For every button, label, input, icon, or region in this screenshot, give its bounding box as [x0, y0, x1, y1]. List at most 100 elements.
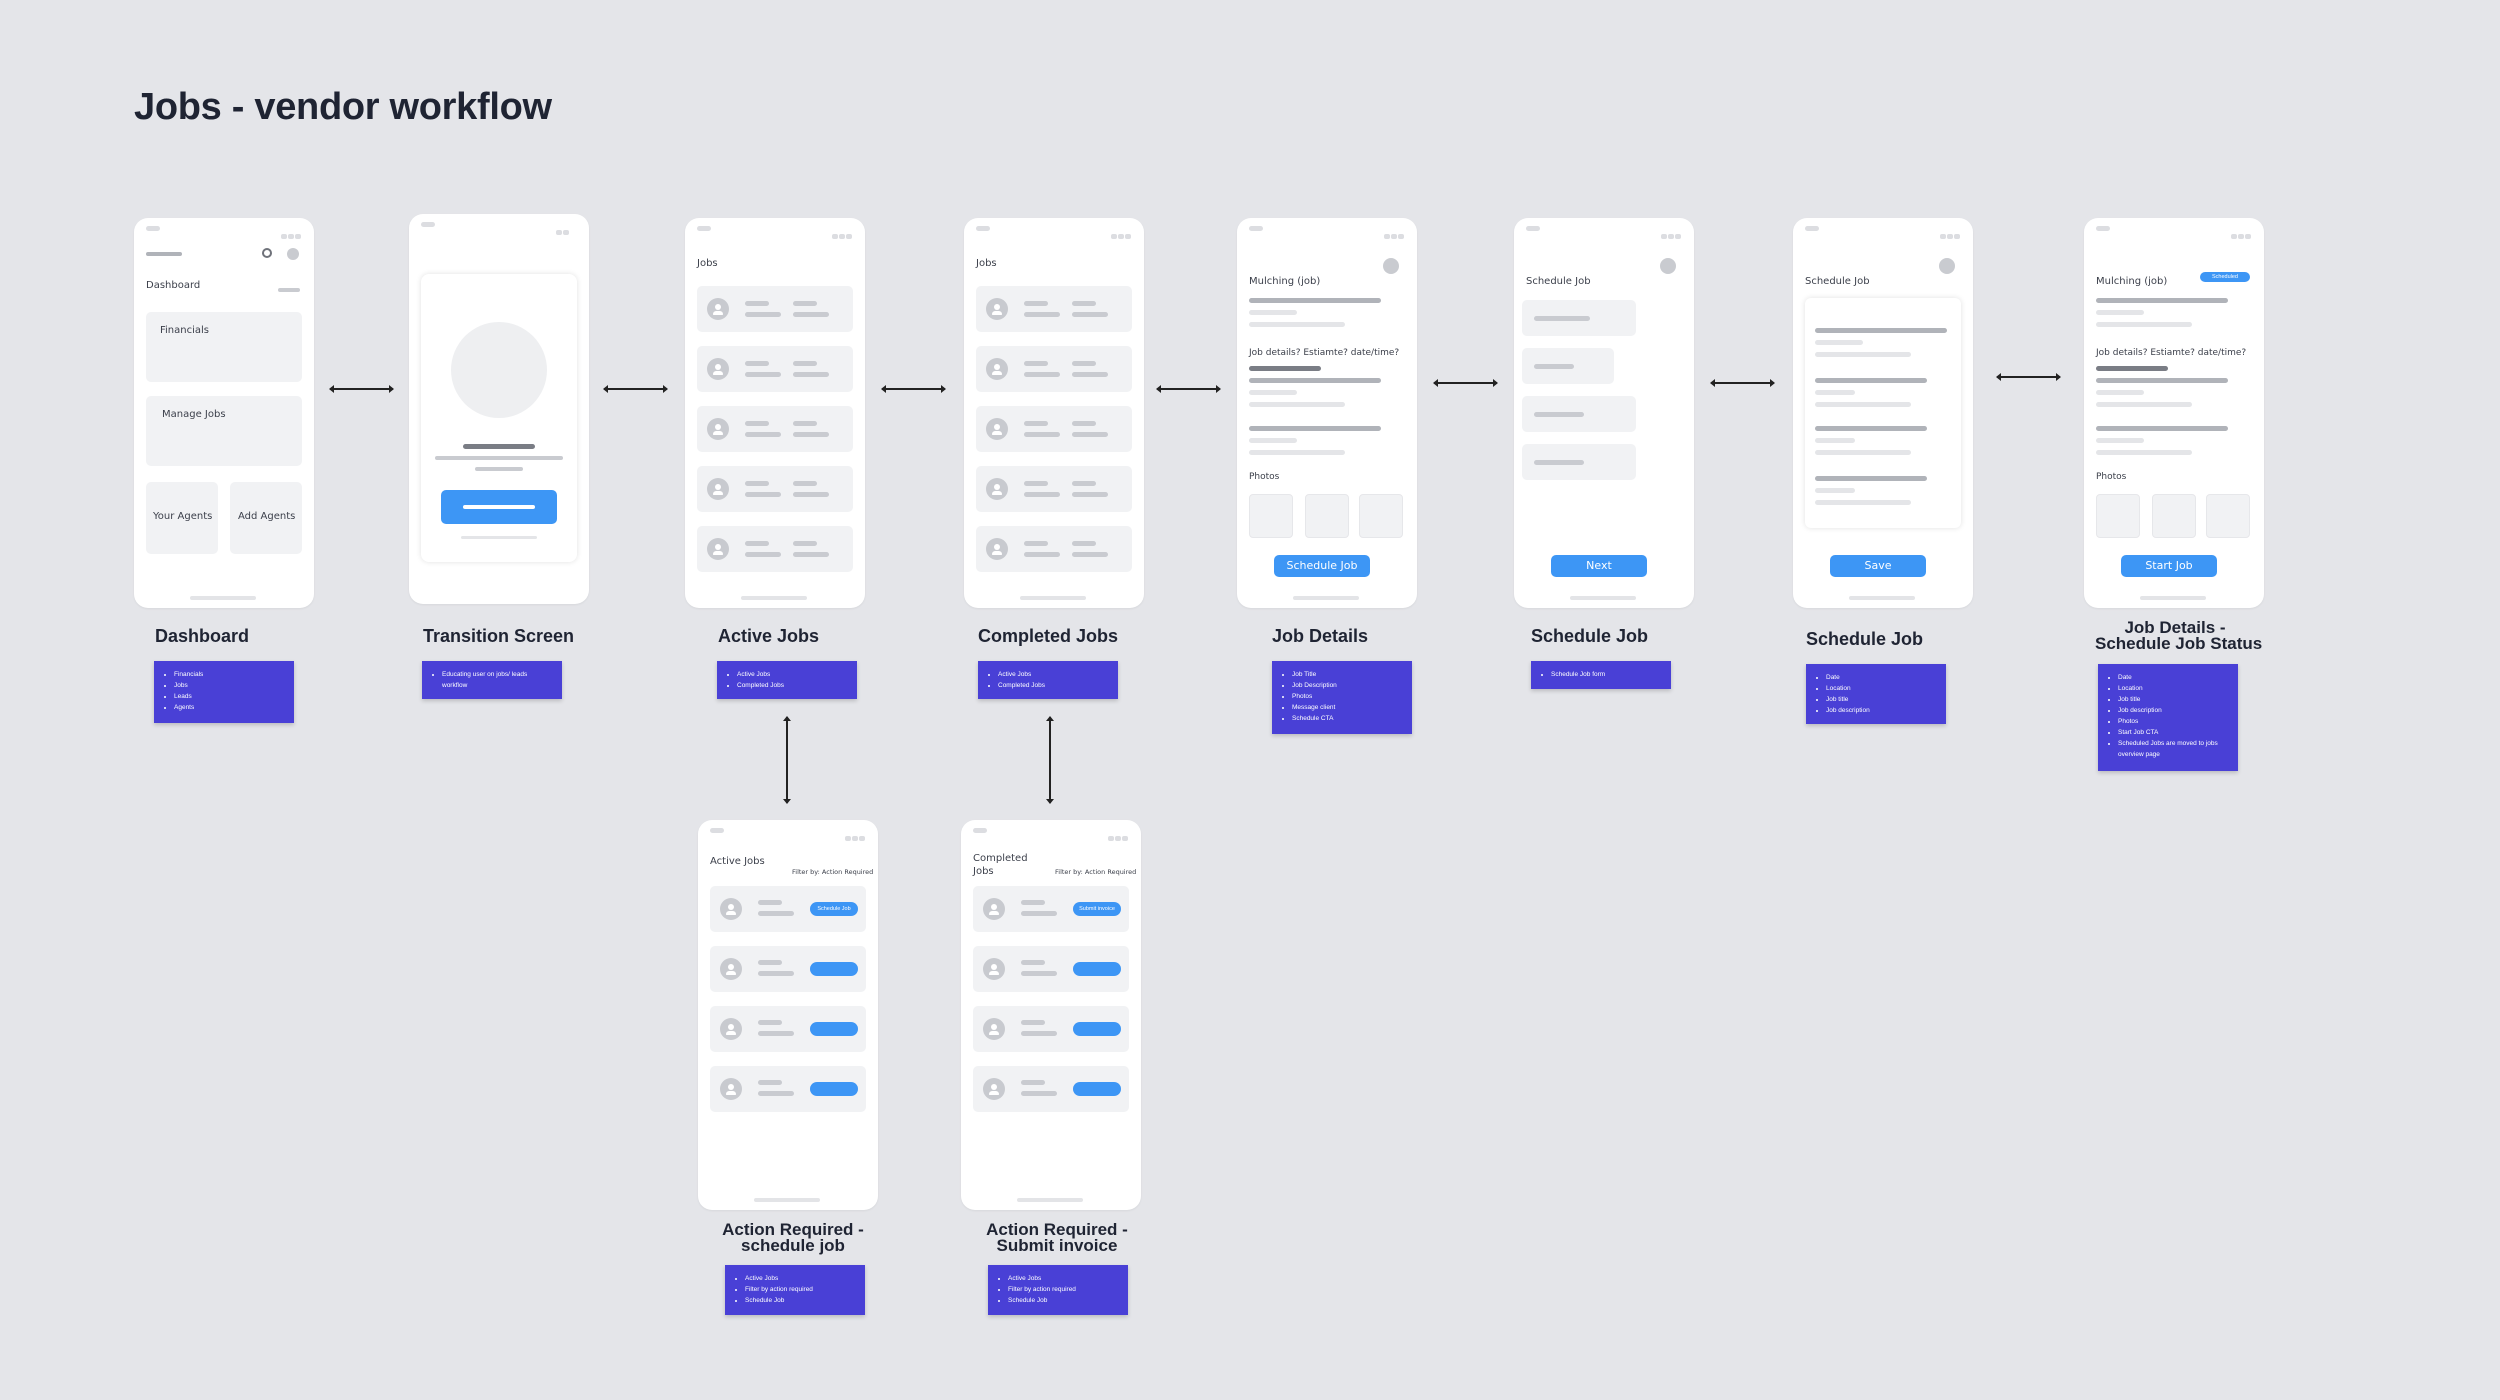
action-pill[interactable] — [810, 1082, 858, 1096]
photo-thumbnail[interactable] — [2096, 494, 2140, 538]
action-pill[interactable] — [810, 962, 858, 976]
job-card[interactable] — [710, 1006, 866, 1052]
photo-thumbnail[interactable] — [2206, 494, 2250, 538]
photo-thumbnail[interactable] — [2152, 494, 2196, 538]
page-title: Jobs - vendor workflow — [134, 86, 552, 128]
note-action-required-invoice: Active Jobs Filter by action required Sc… — [988, 1265, 1128, 1315]
job-card[interactable] — [973, 946, 1129, 992]
start-job-button[interactable]: Start Job — [2121, 555, 2217, 577]
job-card[interactable] — [973, 1006, 1129, 1052]
action-pill[interactable] — [1073, 1082, 1121, 1096]
screen-label-active-jobs: Active Jobs — [718, 626, 820, 646]
action-pill[interactable] — [1073, 962, 1121, 976]
flow-arrow — [603, 385, 668, 393]
screen-label-action-required-invoice: Action Required - Submit invoice — [986, 1220, 1128, 1255]
screen-header: Dashboard — [146, 280, 201, 291]
flow-arrow — [1433, 379, 1498, 387]
avatar — [287, 248, 299, 260]
tile-financials[interactable]: Financials — [146, 312, 302, 382]
job-card[interactable] — [697, 346, 853, 392]
job-title: Mulching (job) — [2096, 276, 2168, 287]
filter-label[interactable]: Filter by: Action Required — [1055, 868, 1137, 876]
save-button[interactable]: Save — [1830, 555, 1926, 577]
job-card[interactable] — [697, 526, 853, 572]
tile-manage-jobs[interactable]: Manage Jobs — [146, 396, 302, 466]
note-schedule-job-confirm: Date Location Job title Job description — [1806, 664, 1946, 724]
action-pill[interactable] — [1073, 1022, 1121, 1036]
submit-invoice-pill[interactable]: Submit invoice — [1073, 902, 1121, 916]
screen-label-action-required-schedule: Action Required - schedule job — [722, 1220, 864, 1255]
action-required-invoice-screen[interactable]: Completed Jobs Filter by: Action Require… — [961, 820, 1141, 1210]
job-details-status-screen[interactable]: Mulching (job) Scheduled Job details? Es… — [2084, 218, 2264, 608]
schedule-job-confirm-screen[interactable]: Schedule Job Save — [1793, 218, 1973, 608]
job-card[interactable] — [976, 526, 1132, 572]
filter-label[interactable]: Filter by: Action Required — [792, 868, 874, 876]
job-card[interactable] — [976, 406, 1132, 452]
photo-thumbnail[interactable] — [1249, 494, 1293, 538]
active-jobs-screen[interactable]: Jobs — [685, 218, 865, 608]
job-question: Job details? Estiamte? date/time? — [2096, 348, 2247, 358]
avatar — [1383, 258, 1399, 274]
job-card[interactable] — [976, 286, 1132, 332]
menu-icon — [146, 252, 182, 256]
screen-header: Jobs — [976, 258, 997, 269]
schedule-job-form-screen[interactable]: Schedule Job Next — [1514, 218, 1694, 608]
photo-thumbnail[interactable] — [1305, 494, 1349, 538]
job-card[interactable] — [976, 346, 1132, 392]
dashboard-screen[interactable]: Dashboard Financials Manage Jobs Your Ag… — [134, 218, 314, 608]
note-job-details-status: Date Location Job title Job description … — [2098, 664, 2238, 771]
screen-header: Schedule Job — [1805, 276, 1870, 287]
tile-add-agents[interactable]: Add Agents — [230, 482, 302, 554]
screen-label-dashboard: Dashboard — [155, 626, 250, 646]
notification-icon — [262, 248, 272, 258]
schedule-job-pill[interactable]: Schedule Job — [810, 902, 858, 916]
screen-header: Completed Jobs — [973, 853, 1028, 877]
form-field[interactable] — [1522, 444, 1636, 480]
form-field[interactable] — [1522, 396, 1636, 432]
form-field[interactable] — [1522, 300, 1636, 336]
job-card[interactable] — [697, 466, 853, 512]
job-card[interactable] — [973, 1066, 1129, 1112]
form-field[interactable] — [1522, 348, 1614, 384]
photos-label: Photos — [1249, 472, 1280, 482]
job-card[interactable] — [697, 286, 853, 332]
job-title: Mulching (job) — [1249, 276, 1321, 287]
job-question: Job details? Estiamte? date/time? — [1249, 348, 1400, 358]
flow-arrow — [783, 716, 791, 804]
job-card[interactable]: Schedule Job — [710, 886, 866, 932]
screen-label-completed-jobs: Completed Jobs — [978, 626, 1119, 646]
photos-label: Photos — [2096, 472, 2127, 482]
note-schedule-job-form: Schedule Job form — [1531, 661, 1671, 689]
photo-thumbnail[interactable] — [1359, 494, 1403, 538]
action-pill[interactable] — [810, 1022, 858, 1036]
screen-label-schedule-job: Schedule Job — [1531, 626, 1649, 646]
completed-jobs-screen[interactable]: Jobs — [964, 218, 1144, 608]
job-card[interactable]: Submit invoice — [973, 886, 1129, 932]
continue-button[interactable] — [441, 490, 557, 524]
screen-header: Jobs — [697, 258, 718, 269]
screen-label-schedule-job: Schedule Job — [1806, 629, 1924, 649]
tile-your-agents[interactable]: Your Agents — [146, 482, 218, 554]
job-card[interactable] — [710, 946, 866, 992]
transition-screen[interactable] — [409, 214, 589, 604]
job-card[interactable] — [710, 1066, 866, 1112]
flow-arrow — [1156, 385, 1221, 393]
modal-card — [421, 274, 577, 562]
summary-card — [1805, 298, 1961, 528]
schedule-job-button[interactable]: Schedule Job — [1274, 555, 1370, 577]
job-card[interactable] — [697, 406, 853, 452]
illustration-placeholder — [451, 322, 547, 418]
avatar — [1939, 258, 1955, 274]
flow-arrow — [329, 385, 394, 393]
next-button[interactable]: Next — [1551, 555, 1647, 577]
screen-label-job-details: Job Details — [1272, 626, 1369, 646]
action-required-schedule-screen[interactable]: Active Jobs Filter by: Action Required S… — [698, 820, 878, 1210]
note-dashboard: Financials Jobs Leads Agents — [154, 661, 294, 723]
job-card[interactable] — [976, 466, 1132, 512]
screen-label-transition: Transition Screen — [423, 626, 575, 646]
flow-arrow — [1710, 379, 1775, 387]
job-details-screen[interactable]: Mulching (job) Job details? Estiamte? da… — [1237, 218, 1417, 608]
flow-arrow — [881, 385, 946, 393]
